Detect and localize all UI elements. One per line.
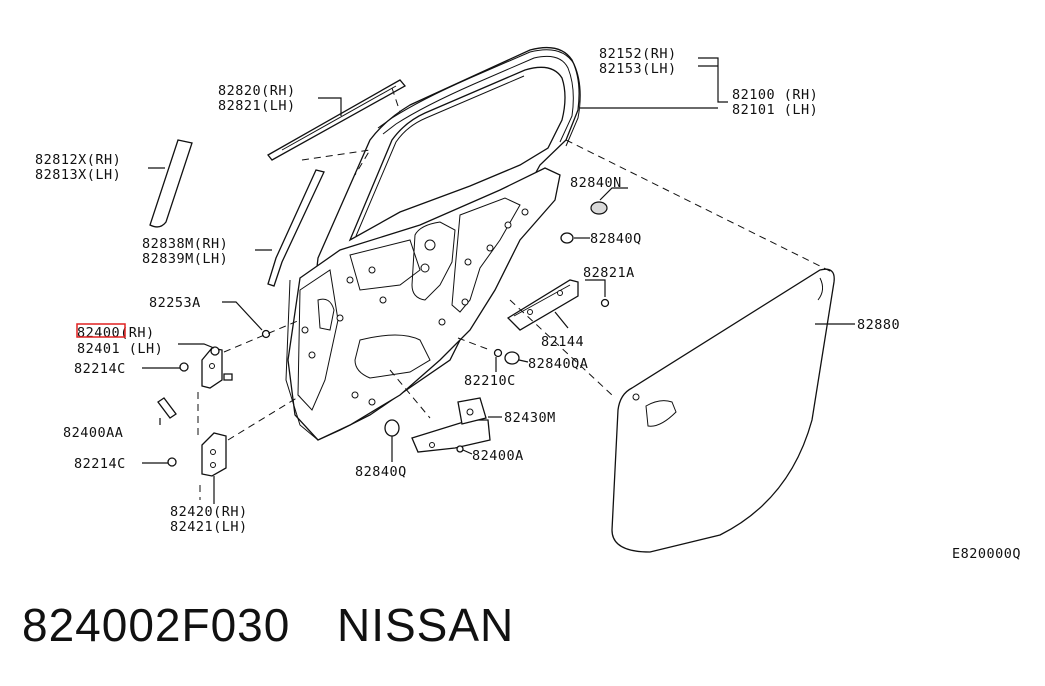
- label-82420: 82420(RH): [170, 504, 248, 520]
- label-82214c-bottom: 82214C: [74, 456, 126, 472]
- label-82820: 82820(RH): [218, 83, 296, 99]
- label-82253a: 82253A: [149, 295, 201, 311]
- sash-tape: [267, 169, 325, 287]
- door-bracket: [506, 279, 579, 331]
- highlight-box: [76, 323, 126, 338]
- hole-plugs: [384, 201, 608, 437]
- label-82144: 82144: [541, 334, 584, 350]
- label-82840qa: 82840QA: [528, 356, 588, 372]
- part-number: 824002F030: [22, 599, 291, 651]
- label-82880: 82880: [857, 317, 900, 333]
- leader-lines: [142, 57, 855, 504]
- label-82214c-top: 82214C: [74, 361, 126, 377]
- door-shell: [285, 46, 580, 441]
- diagram-code: E820000Q: [952, 546, 1021, 562]
- label-82813x: 82813X(LH): [35, 167, 121, 183]
- label-82840q-top: 82840Q: [590, 231, 642, 247]
- label-82101: 82101 (LH): [732, 102, 818, 118]
- label-82821: 82821(LH): [218, 98, 296, 114]
- brand-name: NISSAN: [337, 599, 515, 651]
- label-82400a: 82400A: [472, 448, 524, 464]
- lower-hinge: [201, 432, 227, 477]
- label-82401: 82401 (LH): [77, 341, 163, 357]
- door-weatherstrip: [377, 49, 581, 147]
- label-82838m: 82838M(RH): [142, 236, 228, 252]
- part-labels: 82152(RH) 82153(LH) 82100 (RH) 82101 (LH…: [35, 46, 1021, 562]
- label-82400: 82400(RH): [77, 325, 155, 341]
- label-82430m: 82430M: [504, 410, 556, 426]
- door-trim-panel: [611, 268, 835, 553]
- label-82100: 82100 (RH): [732, 87, 818, 103]
- glass-run-moulding: [267, 79, 407, 161]
- applique-trim: [149, 139, 193, 228]
- label-82152: 82152(RH): [599, 46, 677, 62]
- fasteners: [157, 298, 610, 467]
- label-82421: 82421(LH): [170, 519, 248, 535]
- label-82821a: 82821A: [583, 265, 635, 281]
- label-82840q-bottom: 82840Q: [355, 464, 407, 480]
- label-82400aa: 82400AA: [63, 425, 123, 441]
- label-82840n: 82840N: [570, 175, 622, 191]
- label-82153: 82153(LH): [599, 61, 677, 77]
- label-82812x: 82812X(RH): [35, 152, 121, 168]
- label-82210c: 82210C: [464, 373, 516, 389]
- label-82839m: 82839M(LH): [142, 251, 228, 267]
- dashed-guides: [197, 87, 833, 500]
- door-check-link: [411, 397, 491, 453]
